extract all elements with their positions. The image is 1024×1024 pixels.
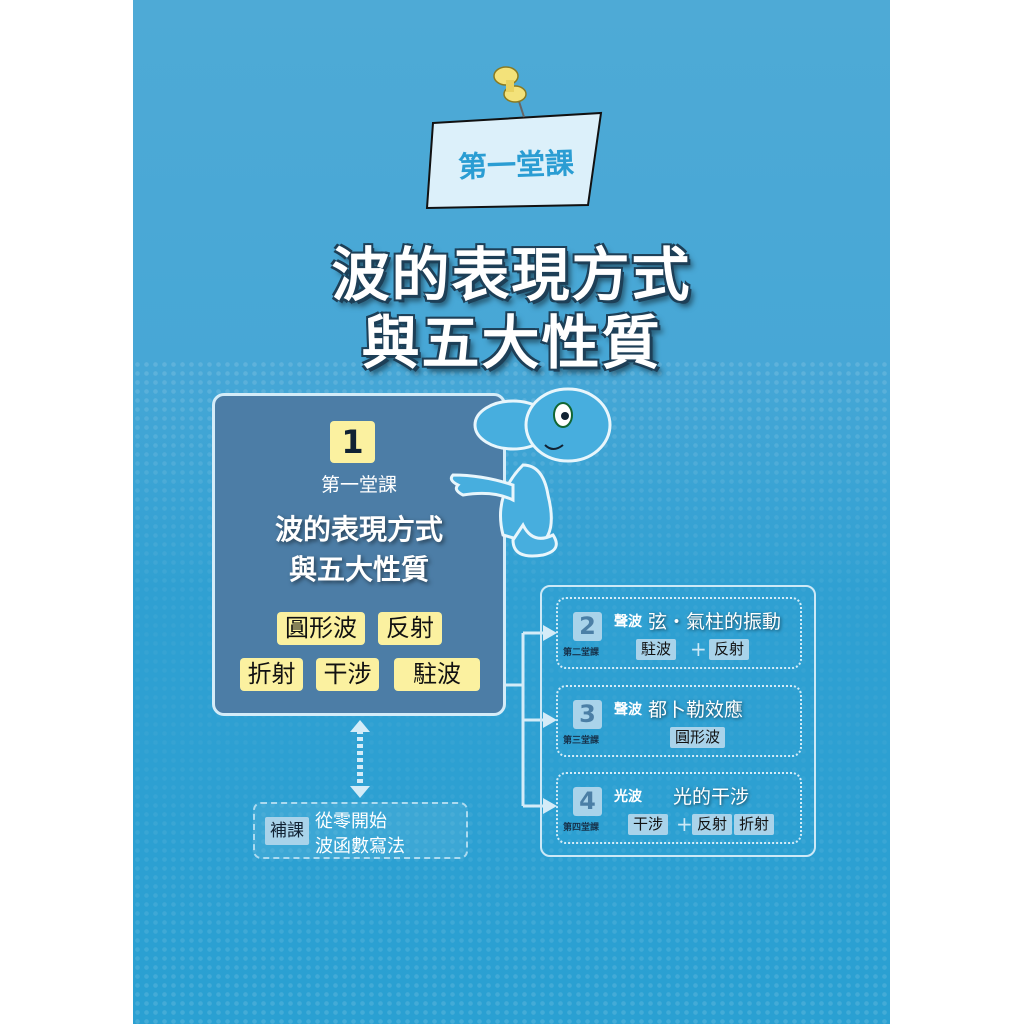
tag-circular-wave: 圓形波 <box>277 612 365 645</box>
lesson1-panel: 1 第一堂課 波的表現方式 與五大性質 圓形波 反射 折射 干涉 駐波 <box>212 393 506 716</box>
lesson1-title-line1: 波的表現方式 <box>274 513 443 546</box>
lesson-tag: 圓形波 <box>670 727 726 748</box>
lesson-card: 3 第三堂課 聲波 都卜勒效應 圓形波 <box>556 685 802 757</box>
lesson-label: 第四堂課 <box>563 823 600 833</box>
lessons-panel: 2 第二堂課 聲波 弦・氣柱的振動 駐波 + 反射 3 第三堂課 聲波 都卜勒效… <box>540 585 816 857</box>
lesson-tag: 反射 <box>692 814 733 835</box>
lesson-title: 光的干涉 <box>673 786 750 808</box>
page: 第一堂課 波的表現方式 與五大性質 1 第一堂課 波的表現方式 與五大性質 圓形… <box>133 0 890 1024</box>
lesson-title: 弦・氣柱的振動 <box>648 611 782 633</box>
lesson-tag: 反射 <box>709 639 750 660</box>
lesson-title: 都卜勒效應 <box>648 699 744 721</box>
pinned-note-icon <box>425 111 603 210</box>
lesson-number: 3 <box>573 700 602 729</box>
supplement-box: 補課 從零開始 波函數寫法 <box>253 802 468 859</box>
supplement-line2: 波函數寫法 <box>315 836 405 857</box>
plus-sign: + <box>690 637 707 661</box>
lesson-tag: 折射 <box>734 814 775 835</box>
lesson-label: 第二堂課 <box>563 648 600 658</box>
tag-interference: 干涉 <box>316 658 379 691</box>
lesson-card: 2 第二堂課 聲波 弦・氣柱的振動 駐波 + 反射 <box>556 597 802 669</box>
lesson-card: 4 第四堂課 光波 光的干涉 干涉 + 反射 折射 <box>556 772 802 844</box>
tag-refraction: 折射 <box>240 658 303 691</box>
lesson-kind: 聲波 <box>614 702 642 718</box>
page-title-line1: 波的表現方式 <box>331 241 692 309</box>
lesson1-number: 1 <box>330 421 375 463</box>
pushpin-icon <box>493 66 527 118</box>
double-arrow-icon <box>350 720 370 798</box>
mascot-character-icon <box>449 387 612 558</box>
lesson-tag: 干涉 <box>628 814 669 835</box>
lesson1-label: 第一堂課 <box>320 474 397 496</box>
supplement-badge: 補課 <box>265 817 309 845</box>
supplement-line1: 從零開始 <box>315 811 387 832</box>
lesson-label: 第三堂課 <box>563 736 600 746</box>
tag-reflection: 反射 <box>378 612 442 645</box>
lesson-kind: 聲波 <box>614 614 642 630</box>
plus-sign: + <box>676 812 693 836</box>
lesson-number: 2 <box>573 612 602 641</box>
lesson-kind: 光波 <box>614 789 642 805</box>
lesson-tag: 駐波 <box>636 639 677 660</box>
note-lesson-label: 第一堂課 <box>457 145 575 185</box>
lesson1-title-line2: 與五大性質 <box>288 553 429 586</box>
lesson-number: 4 <box>573 787 602 816</box>
tag-standing-wave: 駐波 <box>394 658 480 691</box>
page-title-line2: 與五大性質 <box>361 309 662 377</box>
